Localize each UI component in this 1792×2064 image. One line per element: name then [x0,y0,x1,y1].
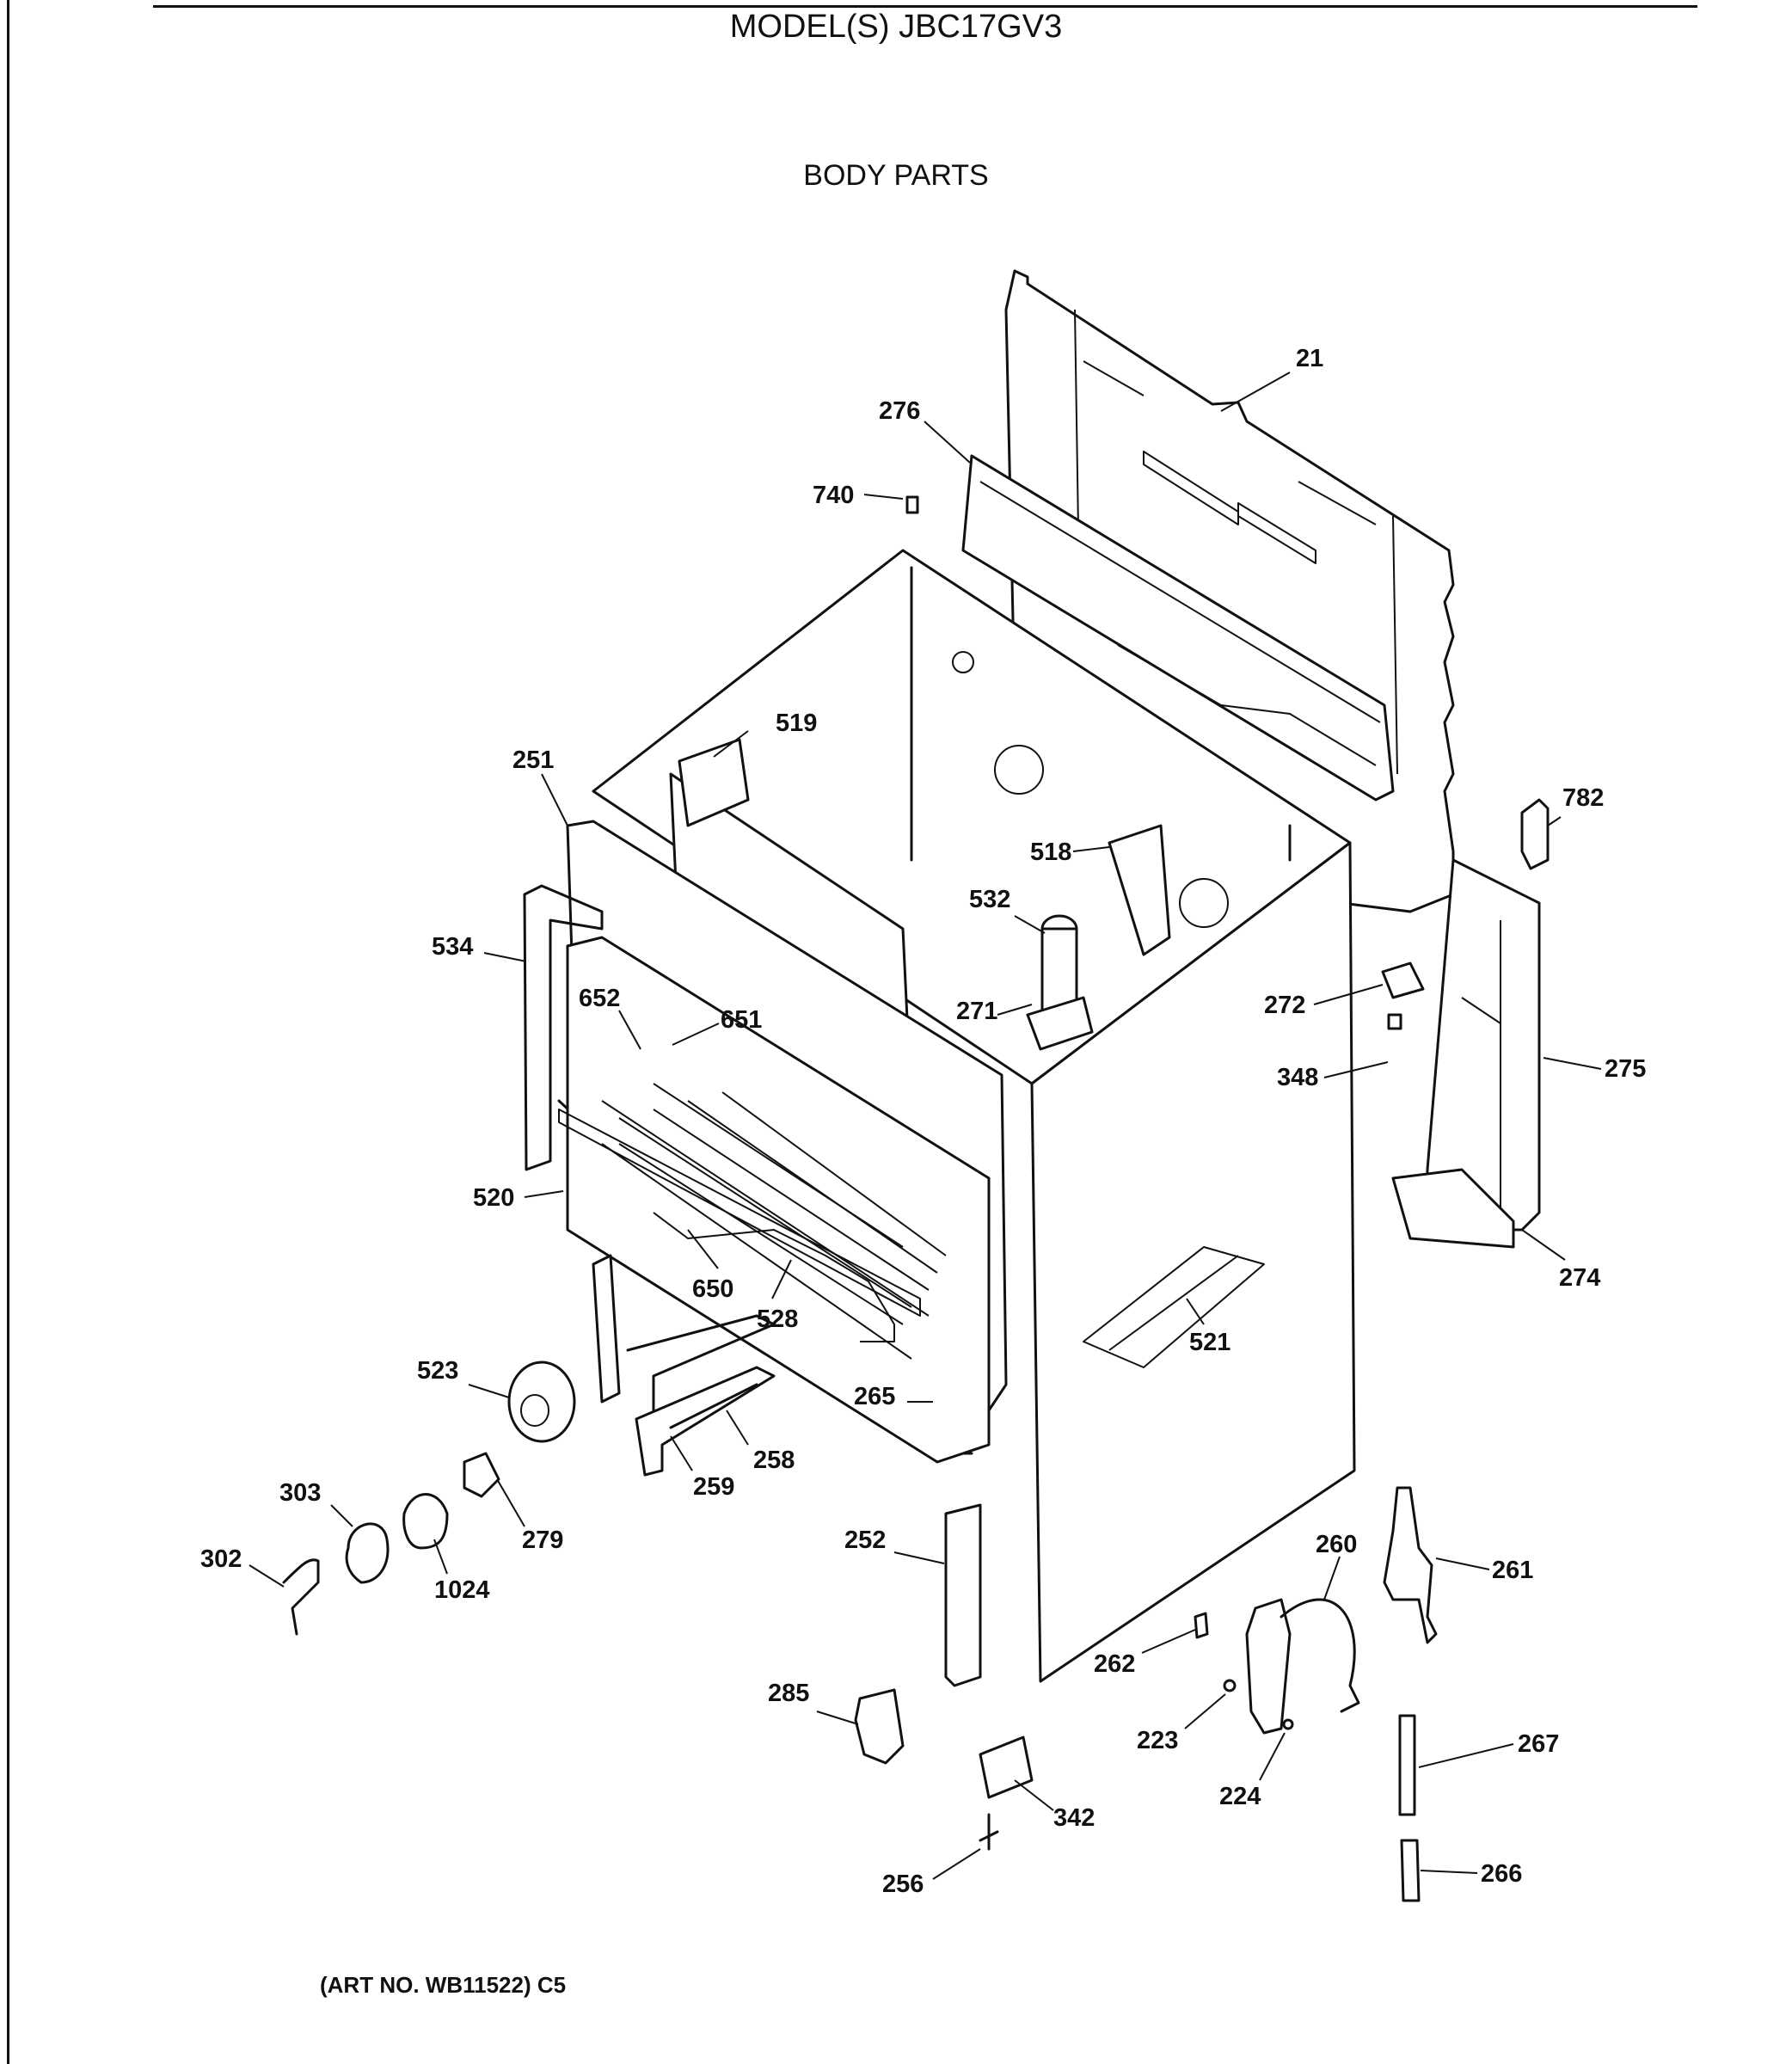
section-title: BODY PARTS [803,159,989,192]
callout-labels: 21 276 740 519 251 782 518 532 534 652 6… [200,345,1646,1898]
callout-1024: 1024 [434,1576,490,1604]
callout-520: 520 [473,1184,514,1212]
callout-276: 276 [879,397,920,425]
top-rule [153,5,1697,8]
callout-21: 21 [1296,345,1323,372]
small-components [282,495,1550,1902]
lower-frame-part [592,1254,776,1477]
callout-274: 274 [1559,1264,1600,1292]
callout-740: 740 [813,482,854,509]
callout-519: 519 [776,710,817,737]
callout-348: 348 [1277,1064,1318,1091]
callout-275: 275 [1605,1055,1646,1083]
callout-262: 262 [1094,1650,1135,1678]
callout-258: 258 [753,1447,795,1474]
callout-271: 271 [956,998,997,1025]
leader-lines [249,372,1602,1880]
callout-532: 532 [969,886,1010,913]
callout-303: 303 [279,1479,321,1507]
callout-279: 279 [522,1526,563,1554]
door-gasket-part [523,884,604,1171]
model-title: MODEL(S) JBC17GV3 [729,9,1063,45]
callout-266: 266 [1481,1860,1522,1888]
callout-251: 251 [512,746,554,774]
callout-267: 267 [1518,1730,1559,1758]
callout-528: 528 [757,1305,798,1333]
cabinet-body [592,549,1356,1683]
callout-652: 652 [579,985,620,1012]
callout-534: 534 [432,933,473,961]
callout-782: 782 [1562,784,1604,812]
art-number: (ART NO. WB11522) C5 [320,1972,567,1998]
callout-521: 521 [1189,1329,1230,1356]
callout-223: 223 [1137,1727,1178,1754]
callout-259: 259 [693,1473,734,1501]
top-rail-part [961,454,1395,802]
callout-256: 256 [882,1870,924,1898]
callout-224: 224 [1219,1783,1261,1810]
side-trim-part [1391,858,1541,1249]
callout-285: 285 [768,1680,809,1707]
callout-651: 651 [721,1006,762,1034]
callout-518: 518 [1030,838,1071,866]
callout-252: 252 [844,1526,886,1554]
left-rule [7,0,9,2064]
callout-272: 272 [1264,992,1305,1019]
callout-261: 261 [1492,1557,1533,1584]
callout-342: 342 [1053,1804,1095,1832]
oven-frame-part [557,820,1008,1464]
callout-523: 523 [417,1357,458,1385]
callout-302: 302 [200,1545,242,1573]
callout-650: 650 [692,1275,733,1303]
callout-265: 265 [854,1383,895,1410]
callout-260: 260 [1316,1531,1357,1558]
